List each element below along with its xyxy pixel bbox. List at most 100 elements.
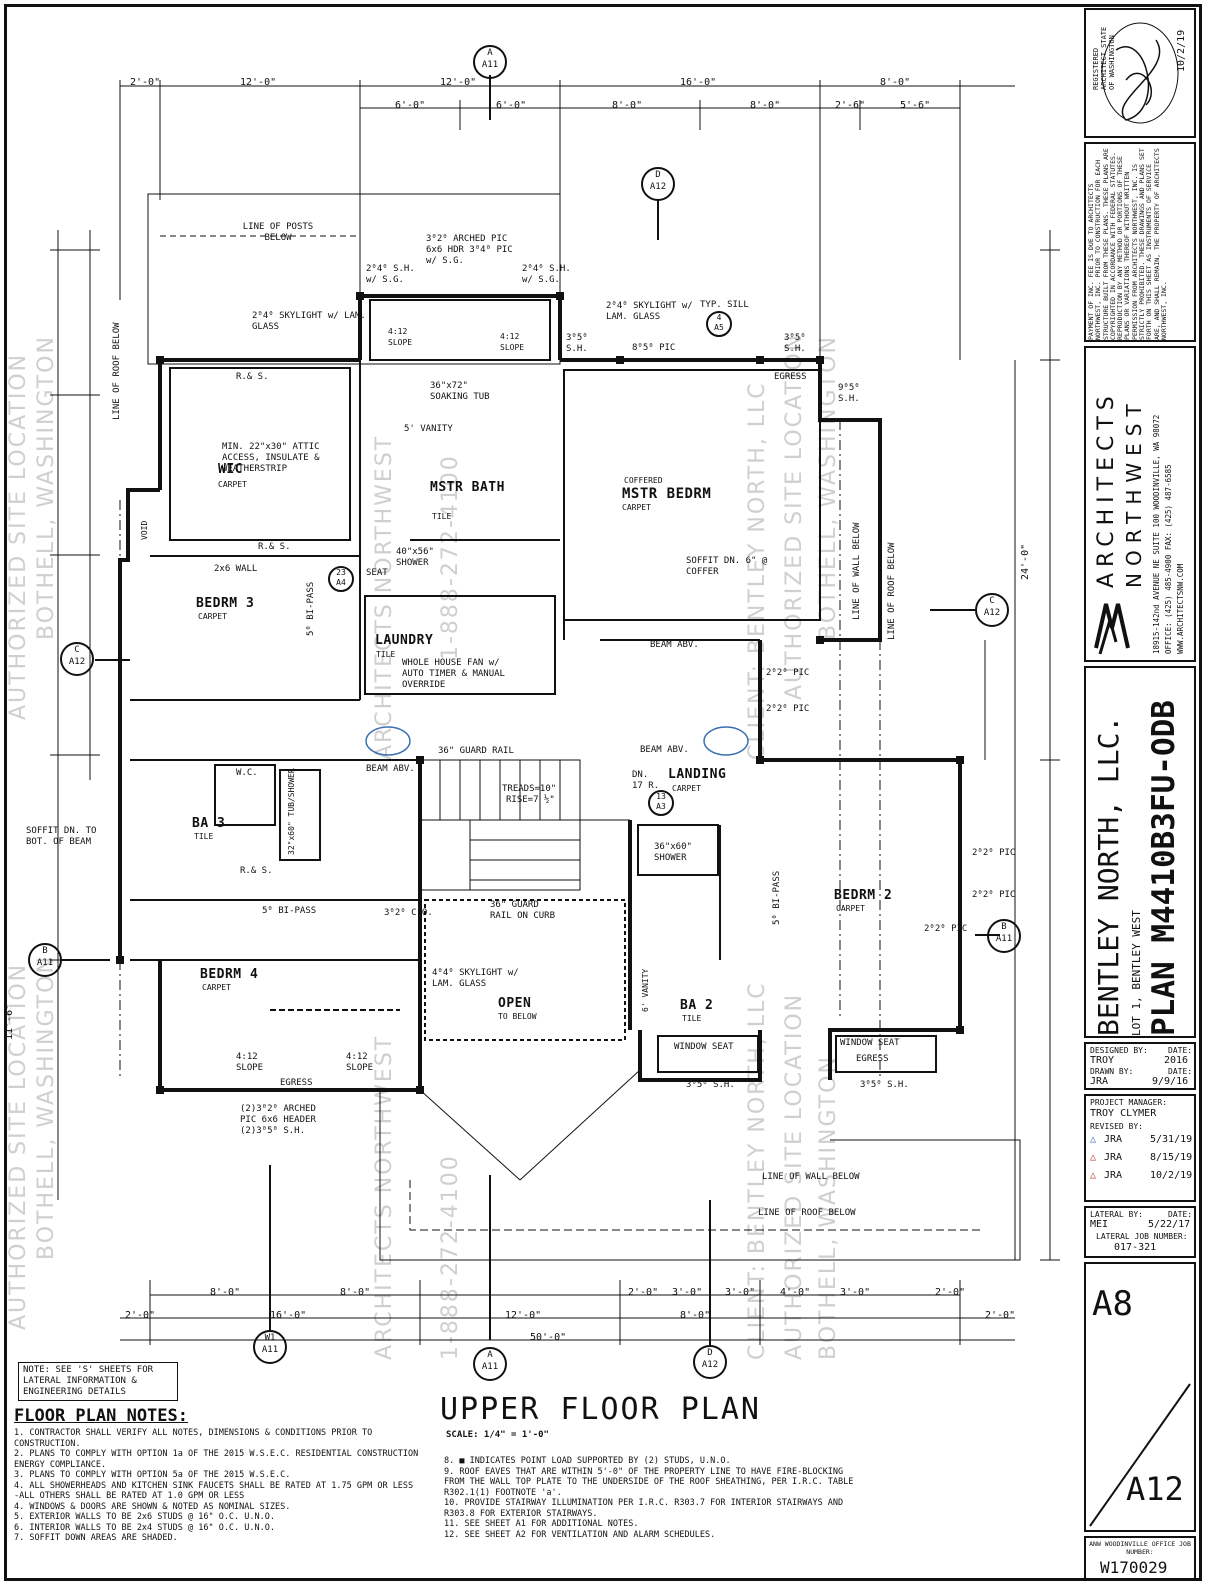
lateral-block: LATERAL BY: DATE: MEI 5/22/17 LATERAL JO…	[1084, 1206, 1196, 1258]
dim-text: 6'-0"	[496, 100, 527, 111]
revised-label: REVISED BY:	[1090, 1122, 1143, 1131]
dim-text: 12'-0"	[505, 1310, 542, 1321]
dim-text: 8'-0"	[210, 1287, 241, 1298]
revision-date: 10/2/19	[1150, 1170, 1193, 1181]
label-beam: BEAM ABV.	[640, 745, 689, 755]
label-soffit: SOFFIT DN. 6" @ COFFER	[686, 556, 768, 577]
dim-text: 2'-0"	[935, 1287, 966, 1298]
label-window: 3⁰5⁰ S.H.	[860, 1080, 909, 1090]
copyright-block: PAYMENT OF INC. FEE IS DUE TO ARCHITECTS…	[1084, 142, 1196, 342]
room-name-mstr-bath: MSTR BATH	[430, 480, 505, 495]
drawn-by: JRA	[1090, 1076, 1109, 1087]
label-wc: W.C.	[236, 768, 258, 778]
note-item: 11. SEE SHEET A1 FOR ADDITIONAL NOTES.	[444, 1519, 639, 1529]
dim-text: 8'-0"	[880, 77, 911, 88]
dim-text: 4'-0"	[780, 1287, 811, 1298]
label-rise: RISE=7 ½"	[506, 795, 555, 805]
room-name-open: OPEN	[498, 996, 532, 1011]
label-tub: 36"x72" SOAKING TUB	[430, 381, 490, 402]
firm-address: 18915-142nd AVENUE NE SUITE 100 WOODINVI…	[1152, 414, 1161, 654]
label-egress: EGRESS	[280, 1078, 313, 1088]
dim-text: 24'-0"	[1020, 543, 1031, 580]
label-wall-below: LINE OF WALL BELOW	[852, 522, 862, 620]
revision-date: 5/31/19	[1150, 1134, 1193, 1145]
dim-text: 8'-0"	[680, 1310, 711, 1321]
dim-text: 11'-6"	[4, 1003, 15, 1040]
sheet-number-block: A8 A12	[1084, 1262, 1196, 1532]
dim-text: 6'-0"	[395, 100, 426, 111]
room-name-bedrm4: BEDRM 4	[200, 967, 259, 982]
dim-text: 2'-6"	[835, 100, 866, 111]
label-slope: 4:12 SLOPE	[500, 332, 525, 352]
date-label: DATE:	[1168, 1046, 1193, 1055]
note-item: 7. SOFFIT DOWN AREAS ARE SHADED.	[14, 1533, 178, 1543]
note-item: 3. PLANS TO COMPLY WITH OPTION 5a OF THE…	[14, 1470, 291, 1480]
label-skylight: 2⁰4⁰ SKYLIGHT w/ LAM. GLASS	[606, 301, 693, 322]
plan-scale: SCALE: 1/4" = 1'-0"	[446, 1430, 549, 1440]
label-window: 2⁰4⁰ S.H. w/ S.G.	[522, 264, 571, 285]
note-item: 9. ROOF EAVES THAT ARE WITHIN 5'-0" OF T…	[444, 1466, 854, 1498]
dim-text: 3'-0"	[725, 1287, 756, 1298]
sheet-number: A8	[1092, 1284, 1133, 1324]
firm-logo	[1094, 603, 1130, 655]
room-name-ba3: BA 3	[192, 816, 226, 831]
firm-name: ARCHITECTS	[1094, 390, 1119, 588]
label-shelf: R.& S.	[236, 372, 269, 382]
label-window: 9⁰5⁰ S.H.	[838, 383, 860, 404]
designer-block: DESIGNED BY: DATE: TROY 2016 DRAWN BY: D…	[1084, 1042, 1196, 1090]
stamp-date: 10/2/19	[1176, 29, 1187, 72]
revision-by: JRA	[1104, 1152, 1123, 1163]
label-window: 3⁰5⁰ S.H.	[566, 333, 588, 354]
label-wall: 2x6 WALL	[214, 564, 258, 574]
sheet-divider	[1089, 1383, 1191, 1527]
room-name-bedrm3: BEDRM 3	[196, 596, 255, 611]
label-window: 2⁰4⁰ S.H. w/ S.G.	[366, 264, 415, 285]
label-beam: BEAM ABV.	[650, 640, 699, 650]
drawn-by-label: DRAWN BY:	[1090, 1067, 1134, 1076]
note-item: 5. EXTERIOR WALLS TO BE 2x6 STUDS @ 16" …	[14, 1512, 275, 1522]
dim-text: 8'-0"	[750, 100, 781, 111]
floor-plan-drawing	[50, 75, 1060, 1345]
lateral-job: 017-321	[1114, 1242, 1157, 1253]
label-window: 2⁰2⁰ PIC	[766, 704, 810, 714]
label-roof-below: LINE OF ROOF BELOW	[887, 542, 897, 640]
designed-date: 2016	[1164, 1055, 1189, 1066]
note-item: 4. WINDOWS & DOORS ARE SHOWN & NOTED AS …	[14, 1501, 291, 1512]
firm-web: WWW.ARCHITECTSNW.COM	[1176, 563, 1185, 654]
revision-triangle: △	[1090, 1170, 1097, 1181]
note-item: 10. PROVIDE STAIRWAY ILLUMINATION PER I.…	[444, 1498, 844, 1519]
lateral-label: LATERAL BY:	[1090, 1210, 1143, 1219]
label-window: 8⁰5⁰ PIC	[632, 343, 676, 353]
job-number-block: ANW WOODINVILLE OFFICE JOB NUMBER: W1700…	[1084, 1536, 1196, 1580]
designed-by: TROY	[1090, 1055, 1115, 1066]
dim-text: 3'-0"	[672, 1287, 703, 1298]
label-guard: 36" GUARD RAIL	[438, 746, 514, 756]
stamp-signature-graphic	[1101, 22, 1179, 124]
label-window: 2⁰2⁰ PIC	[972, 890, 1016, 900]
firm-name-2: NORTHWEST	[1122, 397, 1146, 588]
revision-triangle: △	[1090, 1134, 1097, 1145]
label-fan: WHOLE HOUSE FAN w/ AUTO TIMER & MANUAL O…	[402, 658, 505, 690]
label-window: 2⁰2⁰ PIC	[972, 848, 1016, 858]
dim-text: 5'-6"	[900, 100, 931, 111]
label-slope: 4:12 SLOPE	[388, 327, 413, 347]
note-item: -ALL OTHERS SHALL BE RATED AT 1.0 GPM OR…	[14, 1491, 245, 1501]
room-finish: CARPET	[202, 983, 231, 992]
note-item: 1. CONTRACTOR SHALL VERIFY ALL NOTES, DI…	[14, 1428, 373, 1449]
room-finish: CARPET	[622, 503, 651, 512]
label-roof-below: LINE OF ROOF BELOW	[758, 1208, 856, 1218]
firm-phone: OFFICE: (425) 485-4900 FAX: (425) 487-65…	[1164, 464, 1173, 654]
dim-text: 12'-0"	[240, 77, 277, 88]
label-skylight: 2⁰4⁰ SKYLIGHT w/ LAM. GLASS	[252, 311, 366, 332]
dim-text: 8'-0"	[612, 100, 643, 111]
firm-block: ARCHITECTS NORTHWEST 18915-142nd AVENUE …	[1084, 346, 1196, 662]
dim-text: 3'-0"	[840, 1287, 871, 1298]
room-name-laundry: LAUNDRY	[375, 633, 434, 648]
